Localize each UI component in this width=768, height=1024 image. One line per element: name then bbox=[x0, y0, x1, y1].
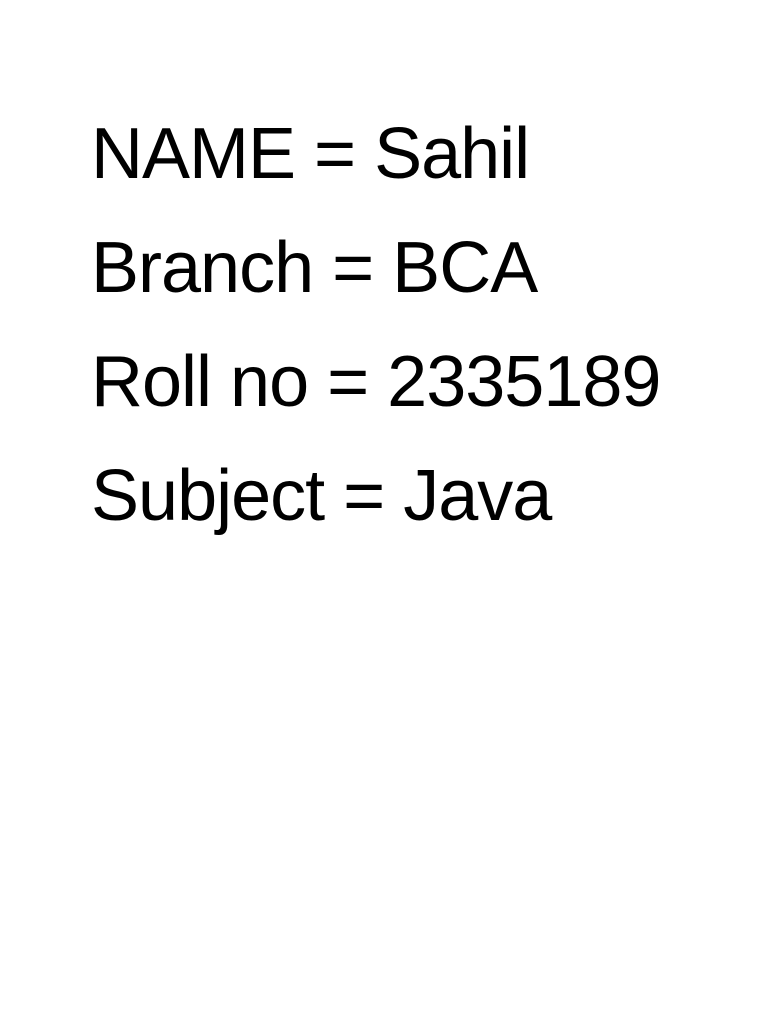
roll-number-line: Roll no = 2335189 bbox=[91, 342, 661, 422]
name-line: NAME = Sahil bbox=[91, 114, 530, 194]
subject-line: Subject = Java bbox=[91, 456, 552, 536]
info-list: NAME = Sahil Branch = BCA Roll no = 2335… bbox=[91, 107, 761, 563]
branch-line: Branch = BCA bbox=[91, 228, 538, 308]
